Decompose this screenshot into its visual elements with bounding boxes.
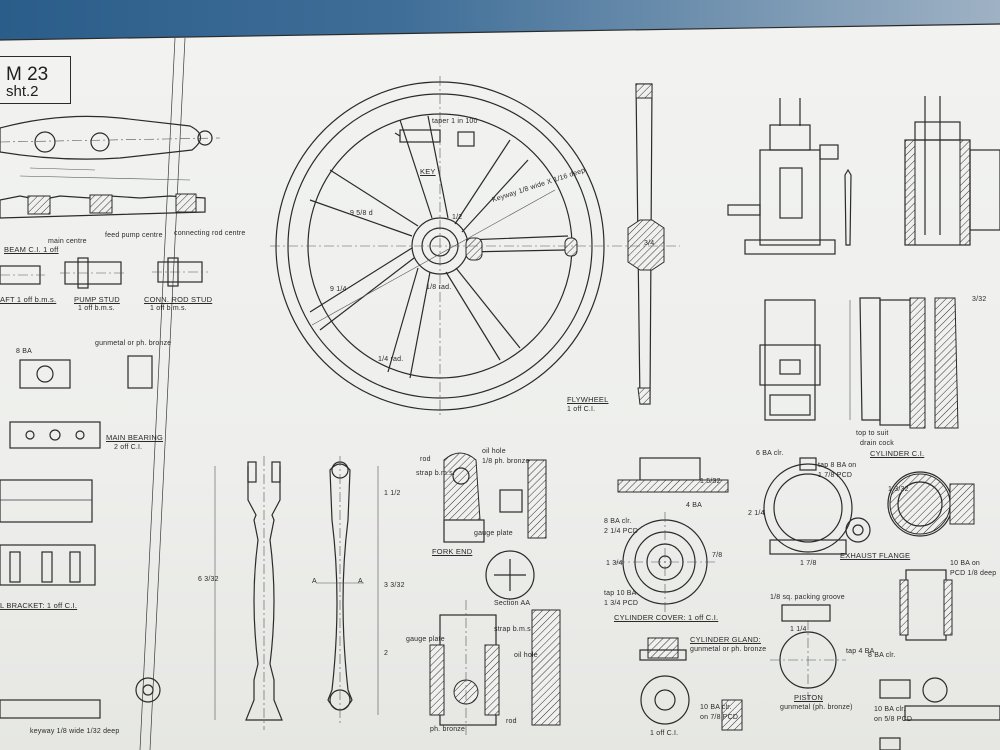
pcd3-label: 1 7/8 PCD [818, 472, 853, 479]
cylinder-section-drawing [879, 471, 1000, 721]
pump-stud-qty: 1 off b.m.s. [78, 305, 115, 312]
keyway-note-label: keyway 1/8 wide 1/32 deep [30, 728, 120, 735]
rad-label: 1/8 rad. [426, 284, 452, 291]
top-to-suit-label: top to suit [856, 430, 889, 437]
dim-cyl-top: 3/32 [972, 296, 987, 303]
eight-ba-label: 8 BA [16, 348, 32, 355]
fork-end-label: FORK END [432, 547, 473, 556]
big-end-drawing [429, 600, 561, 735]
connecting-rod-centre-label: connecting rod centre [174, 230, 246, 237]
dim-rod-a: 1 1/2 [384, 490, 401, 497]
section-a-right: A [358, 578, 363, 585]
bracket-drawing [0, 479, 161, 719]
beam-label: BEAM C.I. 1 off [4, 245, 59, 254]
dim-cover: 7/8 [712, 552, 723, 559]
cylinder-gland-label: CYLINDER GLAND: [690, 635, 761, 644]
rod-label: rod [420, 456, 431, 463]
rad2-label: 1/4 rad. [378, 356, 404, 363]
packing-groove-label: 1/8 sq. packing groove [770, 594, 845, 601]
flywheel-drawing [270, 76, 610, 416]
steam-chest-drawing [763, 457, 871, 700]
flywheel-side-view [612, 83, 680, 405]
main-bearing-label: MAIN BEARING [106, 433, 163, 442]
pcd-deep-label: PCD 1/8 deep [950, 570, 997, 577]
pump-stud-label: PUMP STUD [74, 295, 120, 304]
tap-4ba-label: tap 4 BA [846, 648, 875, 655]
cylinder-ci-label: CYLINDER C.I. [870, 449, 925, 458]
cylinder-cover-drawing [615, 457, 729, 612]
pcd4-label: on 5/8 PCD [874, 716, 913, 723]
fork-end-drawing [443, 452, 547, 600]
tap-10ba-label: tap 10 BA [604, 590, 637, 597]
dim-rod-c: 2 [384, 650, 389, 657]
tap-8ba-label: tap 8 BA on [818, 462, 857, 469]
dim-hub: 1/2 [452, 214, 463, 221]
main-bearing-qty: 2 off C.I. [114, 444, 143, 451]
section-aa-label: Section AA [494, 600, 531, 607]
key-label: KEY [420, 167, 436, 176]
shaft-label: AFT 1 off b.m.s. [0, 295, 57, 304]
piston-label: PISTON [794, 693, 823, 702]
ten-ba-on-label: 10 BA on [950, 560, 981, 567]
dim-cover-flange: 1 5/32 [700, 478, 721, 485]
eight-ba-clr-label: 8 BA clr. [604, 518, 632, 525]
pcd2-label: 1 3/4 PCD [604, 600, 639, 607]
conn-rod-stud-qty: 1 off b.m.s. [150, 305, 187, 312]
studs-drawing [0, 257, 208, 289]
drain-cock-label: drain cock [860, 440, 894, 447]
sheet-title-block: M 23 sht.2 [0, 56, 71, 104]
oil-hole2-label: oil hole [514, 652, 538, 659]
ten-ba-clr-label: 10 BA clr. [700, 704, 732, 711]
beam-drawing [0, 115, 221, 219]
dim-chest-width: 1 7/8 [800, 560, 817, 567]
cylinder-detail-views [759, 297, 959, 429]
ph-bronze2-label: ph. bronze [430, 726, 466, 733]
dim-cover-dia: 1 3/4 [606, 560, 623, 567]
ten-ba-clr2-label: 10 BA clr. [874, 706, 906, 713]
cylinder-gland-material: gunmetal or ph. bronze [690, 646, 767, 653]
six-ba-clr-label: 6 BA clr. [756, 450, 784, 457]
bracket-label: L BRACKET: 1 off C.I. [0, 601, 78, 610]
dim-cyl-bore: 1 3/32 [888, 486, 909, 493]
feed-pump-centre-label: feed pump centre [105, 232, 163, 239]
ph-bronze-label: 1/8 ph. bronze [482, 458, 530, 465]
section-a-left: A [312, 578, 317, 585]
taper-label: taper 1 in 100 [432, 118, 478, 125]
main-bearing-drawing [9, 355, 153, 449]
flywheel-qty: 1 off C.I. [567, 406, 596, 413]
ten-ba-pcd-label: on 7/8 PCD [700, 714, 739, 721]
oil-hole-label: oil hole [482, 448, 506, 455]
sheet-number: M 23 [6, 64, 49, 85]
dim-rod-b: 3 3/32 [384, 582, 405, 589]
sheet-border [0, 23, 1000, 750]
engine-assembly [727, 96, 1000, 255]
dim-flywheel-inner: 9 1/4 [330, 286, 347, 293]
gunmetal-label: gunmetal or ph. bronze [95, 340, 172, 347]
four-ba-label: 4 BA [686, 502, 702, 509]
dim-flywheel-outer: 9 5/8 d [350, 210, 373, 217]
gauge-plate-label: gauge plate [474, 530, 513, 537]
exhaust-flange-label: EXHAUST FLANGE [840, 551, 911, 560]
misc-parts [879, 737, 901, 750]
flywheel-label: FLYWHEEL [567, 395, 609, 404]
dim-boss: 3/4 [644, 240, 655, 247]
rod2-label: rod [506, 718, 517, 725]
pcd-label: 2 1/4 PCD [604, 528, 639, 535]
dim-piston: 1 1/4 [790, 626, 807, 633]
dim-rod-length: 6 3/32 [198, 576, 219, 583]
cylinder-cover-label: CYLINDER COVER: 1 off C.I. [614, 613, 719, 622]
main-centre-label: main centre [48, 238, 87, 245]
cylinder-gland-drawing [639, 637, 743, 731]
conn-rod-stud-label: CONN. ROD STUD [144, 295, 213, 304]
strap2-label: strap b.m.s. [494, 626, 533, 633]
dim-chest: 2 1/4 [748, 510, 765, 517]
connecting-rod-drawing [214, 456, 379, 730]
one-off-ci-label: 1 off C.I. [650, 730, 679, 737]
sheet-sub-number: sht.2 [6, 83, 39, 100]
eight-ba-clr2-label: 8 BA clr. [868, 652, 896, 659]
piston-material: gunmetal (ph. bronze) [780, 704, 853, 711]
gauge-plate2-label: gauge plate [406, 636, 445, 643]
strap-label: strap b.m.s. [416, 470, 455, 477]
